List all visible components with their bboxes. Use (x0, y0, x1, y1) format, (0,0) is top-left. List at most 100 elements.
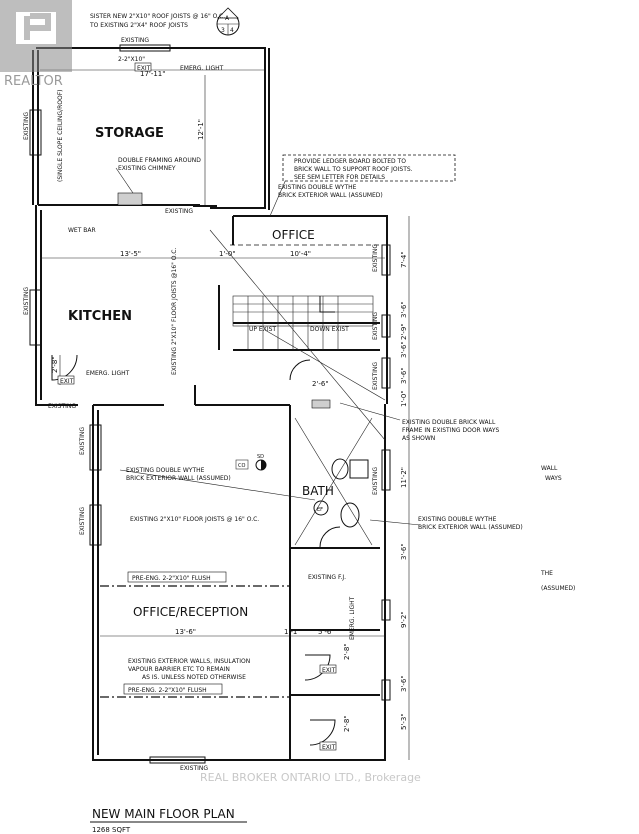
smoke-detector-half-icon (261, 460, 266, 470)
label-exit-storage: EXIT (137, 65, 151, 72)
note-double-wythe-right-2: BRICK EXTERIOR WALL (ASSUMED) (418, 524, 523, 531)
bath-fixtures (294, 417, 373, 546)
note-beam-2: PRE-ENG. 2-2"X10" FLUSH (128, 687, 207, 694)
note-double-wythe-2: BRICK EXTERIOR WALL (ASSUMED) (278, 192, 383, 199)
dim-gap: 1'-1" (284, 628, 301, 636)
beam-label-box-1 (127, 571, 227, 583)
label-co: CO (238, 463, 245, 469)
label-ef: EF (317, 507, 323, 513)
label-exit-reception-2: EXIT (322, 744, 336, 751)
dim-right-2: 3'-6" (400, 301, 408, 318)
label-existing-right-3: EXISTING (372, 362, 379, 390)
beam-label-box-2 (123, 683, 223, 695)
dim-reception-width: 13'-6" (175, 628, 196, 636)
dim-door-exit-1: 2'-8" (343, 643, 351, 660)
dim-door-exit-2: 2'-8" (343, 715, 351, 732)
note-double-wythe-right-1: EXISTING DOUBLE WYTHE (418, 516, 497, 523)
dim-right-5: 3'-6" (400, 367, 408, 384)
cutoff-assumed: (ASSUMED) (541, 585, 575, 592)
label-wet-bar: WET BAR (68, 227, 96, 234)
plan-area: 1268 SQFT (92, 826, 131, 834)
north-arrow-right: 4 (230, 27, 234, 34)
note-ledger-box (282, 154, 456, 182)
label-existing-left-4: EXISTING (79, 507, 86, 535)
dim-right-9: 9'-2" (400, 611, 408, 628)
windows (29, 44, 391, 764)
label-exit-reception-1: EXIT (322, 667, 336, 674)
note-ledger-2: BRICK WALL TO SUPPORT ROOF JOISTS. (294, 166, 413, 173)
dimension-lines (40, 69, 410, 760)
note-roof-joists-2: TO EXISTING 2"X4" ROOF JOISTS (89, 22, 188, 29)
dim-office-width: 10'-4" (290, 250, 311, 258)
note-walls-2: VAPOUR BARRIER ETC TO REMAIN (128, 666, 230, 673)
label-existing-left-3: EXISTING (79, 427, 86, 455)
realtor-logo (0, 0, 72, 72)
room-kitchen: KITCHEN (68, 309, 132, 324)
room-office: OFFICE (272, 228, 315, 242)
brick-column (311, 399, 331, 409)
label-emerg-light-reception: EMERG. LIGHT (349, 596, 356, 640)
chimney (117, 192, 143, 206)
label-emerg-light-kitchen: EMERG. LIGHT (86, 370, 130, 377)
dim-storage-width: 17'-11" (140, 70, 165, 78)
brokerage-watermark: REAL BROKER ONTARIO LTD., Brokerage (200, 771, 421, 784)
cutoff-ways: WAYS (545, 475, 562, 482)
note-roof-joists: SISTER NEW 2"X10" ROOF JOISTS @ 16" O.C. (90, 13, 225, 20)
dim-right-4: 3'-6" (400, 341, 408, 358)
note-header: 2-2"X10" (118, 56, 145, 63)
label-sd: SD (257, 454, 264, 460)
exit-sign-storage (134, 62, 152, 72)
note-floor-joists-main: EXISTING 2"X10" FLOOR JOISTS @ 16" O.C. (130, 516, 259, 523)
note-ledger-3: SEE SEM LETTER FOR DETAILS (294, 174, 385, 181)
room-storage: STORAGE (95, 126, 164, 141)
diagonal-line-2 (264, 329, 386, 401)
note-beam-1: PRE-ENG. 2-2"X10" FLUSH (132, 575, 211, 582)
exit-sign-reception-2 (319, 741, 337, 751)
dim-kitchen-width: 13'-5" (120, 250, 141, 258)
label-existing-right-1: EXISTING (372, 244, 379, 272)
dim-storage-depth: 12'-1" (197, 119, 205, 140)
dim-right-1: 7'-4" (400, 251, 408, 268)
exit-sign-reception-1 (319, 664, 337, 674)
dim-right-3: 2'-9" (400, 323, 408, 340)
label-emerg-light-storage: EMERG. LIGHT (180, 65, 224, 72)
exterior-walls (32, 47, 388, 761)
label-existing-bottom: EXISTING (180, 765, 208, 772)
note-double-wythe-left-1: EXISTING DOUBLE WYTHE (126, 467, 205, 474)
dim-right-10: 3'-6" (400, 675, 408, 692)
dim-right-8: 3'-6" (400, 543, 408, 560)
dim-right-6: 1'-0" (400, 390, 408, 407)
leader-lines (115, 167, 421, 526)
label-existing-top: EXISTING (121, 37, 149, 44)
cutoff-the: THE (540, 570, 553, 577)
north-arrow-icon (216, 7, 240, 36)
label-exit-kitchen: EXIT (60, 378, 74, 385)
note-double-brick-3: AS SHOWN (402, 435, 435, 442)
note-double-brick-1: EXISTING DOUBLE BRICK WALL (402, 419, 496, 426)
note-walls-1: EXISTING EXTERIOR WALLS, INSULATION (128, 658, 250, 665)
diagonal-line (209, 229, 386, 441)
north-arrow-left: 3 (221, 27, 225, 34)
exhaust-fan-icon (313, 500, 329, 516)
note-ceiling: (SINGLE SLOPE CEILING/ROOF) (57, 89, 64, 182)
dim-right-11: 5'-3" (400, 713, 408, 730)
dim-door-left: 2'-8" (51, 356, 59, 373)
dim-bath-width: 5'-6" (318, 628, 335, 636)
dim-right-7: 11'-2" (400, 467, 408, 488)
note-ledger-1: PROVIDE LEDGER BOARD BOLTED TO (294, 158, 406, 165)
note-chimney-2: EXISTING CHIMNEY (118, 165, 176, 172)
note-floor-joists-kitchen: EXISTING 2"X10" FLOOR JOISTS @16" O.C. (171, 248, 178, 375)
co-detector-icon (235, 459, 249, 470)
label-existing-right-4: EXISTING (372, 467, 379, 495)
note-existing-fj: EXISTING F.J. (308, 574, 346, 581)
dim-door-hall: 2'-6" (312, 380, 329, 388)
note-double-wythe-1: EXISTING DOUBLE WYTHE (278, 184, 357, 191)
note-chimney: DOUBLE FRAMING AROUND (118, 157, 201, 164)
plan-title: NEW MAIN FLOOR PLAN (92, 807, 235, 821)
label-existing-left-1: EXISTING (23, 112, 30, 140)
dim-office-offset: 1'-0" (219, 250, 236, 258)
label-down-exist: DOWN EXIST (310, 326, 349, 333)
label-existing-left-2: EXISTING (23, 287, 30, 315)
label-existing-storage-bottom: EXISTING (165, 208, 193, 215)
